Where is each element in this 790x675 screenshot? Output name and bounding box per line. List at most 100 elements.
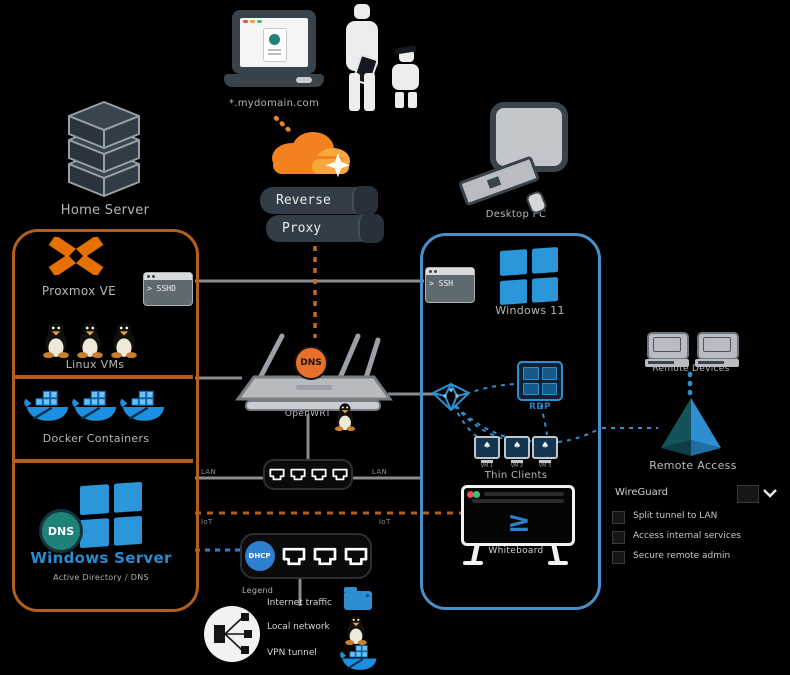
docker-icon bbox=[340, 644, 378, 673]
vpn-bullet: Secure remote admin bbox=[633, 551, 731, 561]
ethernet-port-icon bbox=[344, 547, 368, 566]
whiteboard-icon: ≥ bbox=[461, 485, 575, 565]
windows-server-label: Windows Server bbox=[30, 549, 172, 567]
lan-label-right: LAN bbox=[372, 468, 387, 476]
remote-devices-label: Remote Devices bbox=[652, 364, 730, 374]
linux-vms-label: Linux VMs bbox=[65, 358, 125, 371]
remote-access-zone bbox=[420, 233, 601, 610]
docker-icon bbox=[120, 388, 166, 426]
dhcp-badge: DHCP bbox=[244, 541, 275, 571]
whiteboard-glyph: ≥ bbox=[507, 505, 531, 538]
desktop-pc-icon bbox=[452, 98, 582, 216]
legend-row: VPN tunnel bbox=[267, 648, 317, 658]
reverse-proxy-label-2: Proxy bbox=[282, 221, 322, 236]
proxmox-logo-icon bbox=[48, 237, 104, 275]
terminal-titlebar bbox=[426, 268, 474, 275]
thin-clients-label: Thin Clients bbox=[484, 470, 548, 481]
dhcp-switch-icon: DHCP bbox=[240, 533, 372, 579]
switch-icon bbox=[263, 459, 353, 490]
docker-icon bbox=[72, 388, 118, 426]
reverse-proxy-pill-2: Proxy bbox=[266, 214, 384, 243]
diamond-network-icon bbox=[432, 383, 470, 411]
docker-label: Docker Containers bbox=[42, 432, 150, 445]
thin-client-monitor: ♠ VM 1 bbox=[474, 436, 500, 469]
zone-divider-2 bbox=[14, 459, 193, 463]
monitor-screen-glyph: ♠ bbox=[504, 436, 530, 459]
vpn-bullet: Split tunnel to LAN bbox=[633, 511, 718, 521]
tux-icon bbox=[344, 614, 368, 645]
bullet-square bbox=[612, 551, 625, 564]
whiteboard-label: Whiteboard bbox=[488, 546, 544, 556]
rdp-label: RDP bbox=[529, 402, 551, 412]
iot-label-left: IoT bbox=[201, 518, 213, 526]
vpn-name: WireGuard bbox=[615, 487, 668, 498]
thin-client-monitor: ♠ VM 2 bbox=[504, 436, 530, 469]
server-stack-icon bbox=[68, 101, 140, 197]
laptop-icon bbox=[224, 8, 324, 98]
vpn-pyramid-icon bbox=[661, 398, 721, 456]
dns-badge: DNS bbox=[39, 509, 83, 553]
tux-icon bbox=[76, 321, 104, 358]
ethernet-port-icon bbox=[282, 547, 306, 566]
network-fanout-icon bbox=[204, 606, 260, 662]
link-vm-out bbox=[557, 427, 602, 443]
ssh-terminal-icon: > SSH bbox=[425, 267, 475, 303]
cloudflare-cloud-icon bbox=[272, 132, 351, 178]
iot-label-right: IoT bbox=[379, 518, 391, 526]
bullet-square bbox=[612, 511, 625, 524]
nas-folder-icon bbox=[344, 587, 372, 610]
home-server-zone bbox=[12, 229, 199, 612]
ssh-terminal-text: > SSH bbox=[429, 279, 454, 288]
legend-title: Legend bbox=[242, 586, 274, 595]
legend-row: Local network bbox=[267, 622, 330, 632]
thin-client-name: VM 1 bbox=[480, 463, 494, 469]
router-icon bbox=[235, 333, 393, 411]
ethernet-port-icon bbox=[311, 468, 327, 481]
rdp-window-grid-icon bbox=[517, 361, 563, 401]
remote-access-title: Remote Access bbox=[649, 459, 737, 472]
client-domain-label: *.mydomain.com bbox=[228, 98, 320, 109]
thin-client-monitor: ♠ VM 3 bbox=[532, 436, 558, 469]
ethernet-port-icon bbox=[313, 547, 337, 566]
ethernet-port-icon bbox=[290, 468, 306, 481]
user-with-phone-icon bbox=[344, 4, 380, 114]
monitor-stand bbox=[539, 460, 551, 463]
monitor-stand bbox=[481, 460, 493, 463]
desktop-pc-label: Desktop PC bbox=[485, 209, 547, 220]
router-dns-badge: DNS bbox=[294, 346, 328, 380]
monitor-stand bbox=[511, 460, 523, 463]
proxmox-label: Proxmox VE bbox=[41, 284, 117, 298]
tux-icon bbox=[42, 321, 70, 358]
windows-11-label: Windows 11 bbox=[495, 304, 565, 317]
link-client-cloud bbox=[273, 115, 295, 136]
sshd-terminal-text: > SSHD bbox=[147, 284, 176, 293]
link-rdp-vm bbox=[540, 404, 548, 436]
dropdown-swatch bbox=[737, 485, 759, 503]
windows-server-logo-icon bbox=[80, 481, 142, 549]
home-server-title: Home Server bbox=[60, 203, 150, 218]
ethernet-port-icon bbox=[269, 468, 285, 481]
ethernet-port-icon bbox=[332, 468, 348, 481]
windows-server-sublabel: Active Directory / DNS bbox=[53, 573, 149, 582]
bullet-square bbox=[612, 531, 625, 544]
tux-icon bbox=[334, 402, 356, 431]
sparkle-icon bbox=[325, 153, 351, 178]
remote-devices-icon bbox=[645, 332, 741, 372]
chevron-down-icon[interactable] bbox=[762, 488, 778, 498]
thin-client-name: VM 3 bbox=[538, 463, 552, 469]
monitor-screen-glyph: ♠ bbox=[532, 436, 558, 459]
tux-icon bbox=[110, 321, 138, 358]
sshd-terminal-icon: > SSHD bbox=[143, 272, 193, 306]
lan-label-left: LAN bbox=[201, 468, 216, 476]
reverse-proxy-pill-1: Reverse bbox=[260, 186, 378, 215]
terminal-titlebar bbox=[144, 273, 192, 280]
windows-11-logo-icon bbox=[500, 246, 558, 306]
link-mesh-rdp bbox=[465, 383, 516, 395]
user-with-phone-icon-2 bbox=[388, 45, 428, 110]
vpn-bullet: Access internal services bbox=[633, 531, 741, 541]
monitor-screen-glyph: ♠ bbox=[474, 436, 500, 459]
vpn-dropdown[interactable]: WireGuard bbox=[613, 485, 778, 505]
reverse-proxy-label-1: Reverse bbox=[276, 193, 331, 208]
legend-row: Internet traffic bbox=[267, 598, 332, 608]
